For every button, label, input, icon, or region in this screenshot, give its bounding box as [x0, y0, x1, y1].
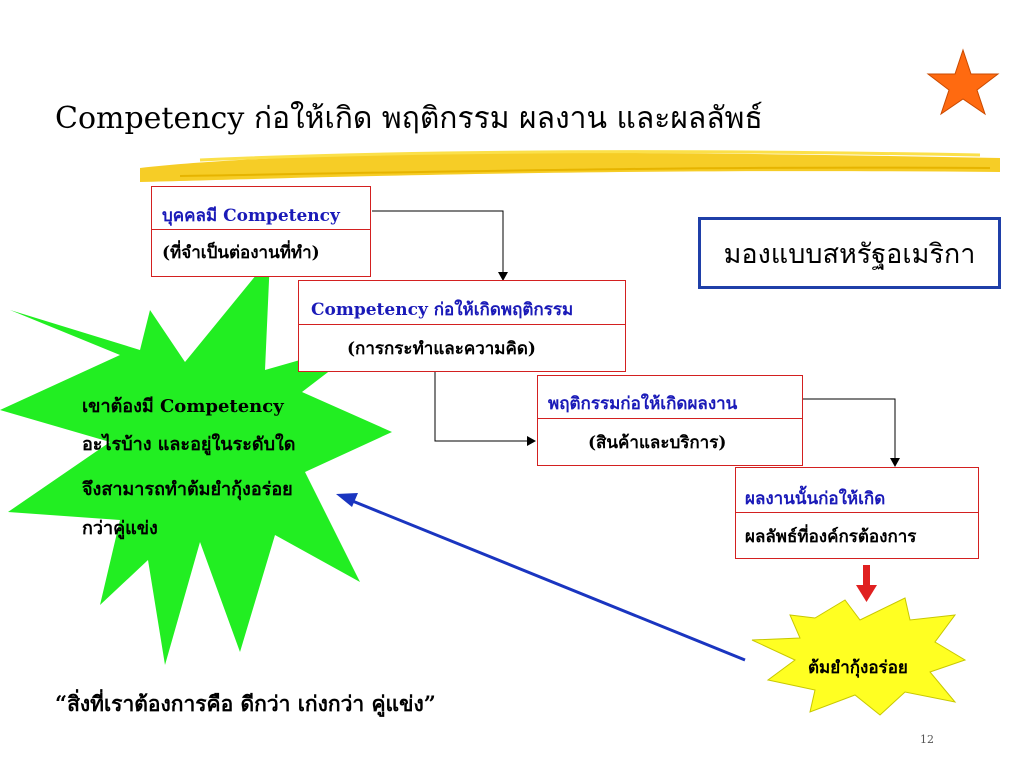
box1-sub: (ที่จำเป็นต่องานที่ทำ)	[162, 243, 320, 263]
slide-title: Competency ก่อให้เกิด พฤติกรรม ผลงาน และ…	[55, 101, 763, 136]
arrowhead-2	[527, 436, 536, 446]
down-arrow-icon	[856, 565, 877, 602]
burst-line-2: อะไรบ้าง และอยู่ในระดับใด	[82, 434, 296, 455]
page-number: 12	[920, 733, 934, 746]
usa-perspective-label: มองแบบสหรัฐอเมริกา	[698, 217, 1001, 289]
yellow-burst-shape	[751, 597, 967, 716]
box4-heading: ผลงานนั้นก่อให้เกิด	[745, 489, 886, 509]
green-burst-shape	[0, 258, 392, 665]
star-icon	[926, 48, 1000, 116]
box2-heading: Competency ก่อให้เกิดพฤติกรรม	[311, 300, 574, 320]
box3-sub: (สินค้าและบริการ)	[588, 433, 727, 453]
flow-box-behavior: Competency ก่อให้เกิดพฤติกรรม (การกระทำแ…	[298, 280, 626, 372]
arrowhead-3	[890, 458, 900, 467]
tom-yum-label: ต้มยำกุ้งอร่อย	[808, 658, 908, 678]
slide-quote: “สิ่งที่เราต้องการคือ ดีกว่า เก่งกว่า คู…	[55, 691, 436, 716]
feedback-arrow	[336, 493, 746, 662]
flow-box-result: ผลงานนั้นก่อให้เกิด ผลลัพธ์ที่องค์กรต้อง…	[735, 467, 979, 559]
flow-connectors	[372, 210, 896, 460]
burst-line-3: จึงสามารถทำต้มยำกุ้งอร่อย	[82, 479, 293, 500]
box3-heading: พฤติกรรมก่อให้เกิดผลงาน	[548, 394, 738, 414]
box4-sub: ผลลัพธ์ที่องค์กรต้องการ	[745, 527, 917, 547]
flow-box-performance: พฤติกรรมก่อให้เกิดผลงาน (สินค้าและบริการ…	[537, 375, 803, 466]
box1-heading: บุคคลมี Competency	[162, 206, 340, 226]
flow-box-person: บุคคลมี Competency (ที่จำเป็นต่องานที่ทำ…	[151, 186, 371, 277]
burst-line-4: กว่าคู่แข่ง	[82, 518, 158, 539]
burst-line-1: เขาต้องมี Competency	[82, 396, 284, 417]
highlight-stroke	[140, 150, 1000, 182]
box2-sub: (การกระทำและความคิด)	[347, 339, 536, 359]
arrowhead-1	[498, 272, 508, 281]
